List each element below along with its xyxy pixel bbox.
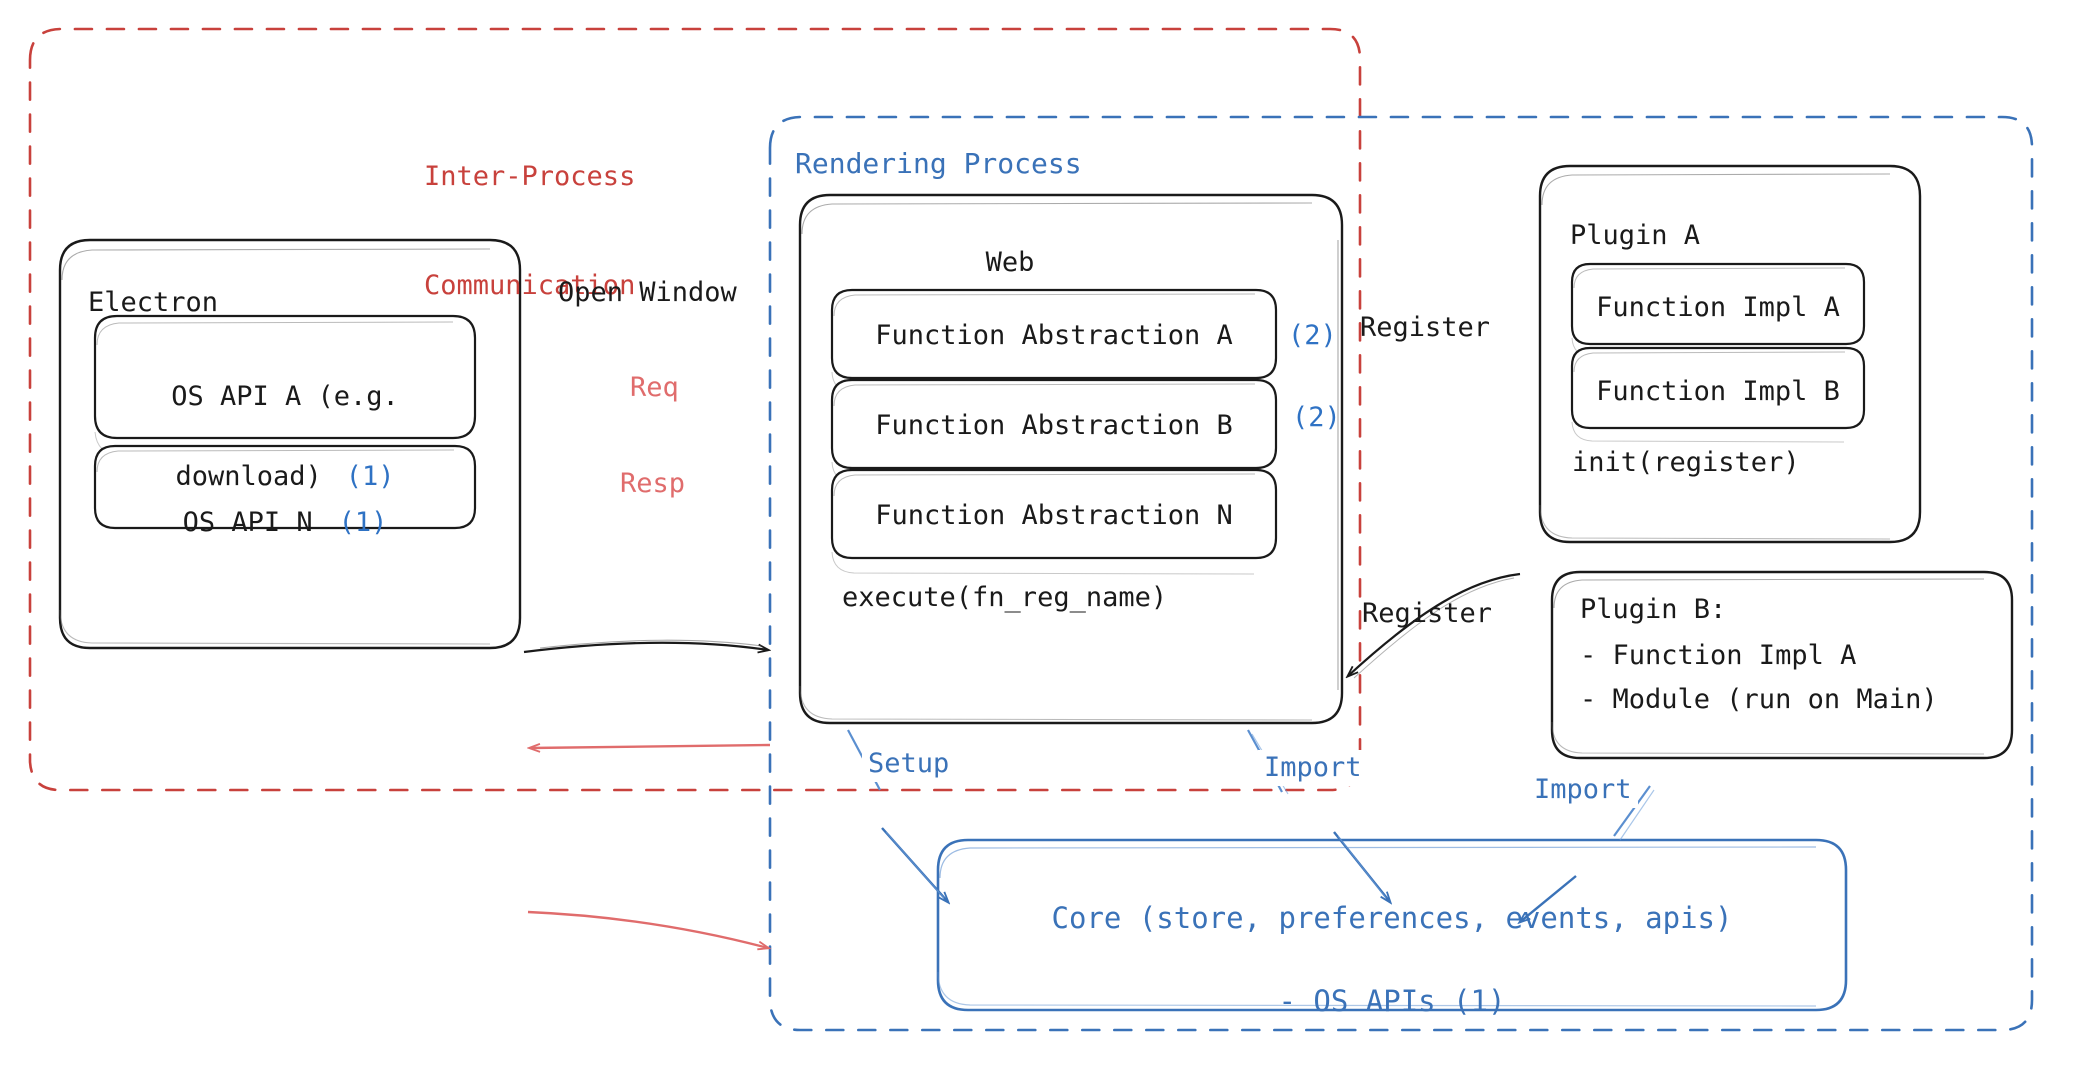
fn-abstraction-b-marker: (2)	[1292, 402, 1341, 433]
os-api-n-label: OS API N	[182, 507, 313, 539]
os-api-a-item[interactable]: OS API A (e.g. download) (1)	[95, 336, 475, 538]
fn-abstraction-a-marker: (2)	[1288, 320, 1337, 351]
ipc-region-label-line2: Communication	[424, 270, 636, 302]
ipc-region-label: Inter-Process Communication	[424, 86, 635, 378]
plugin-a-fn-impl-a-label[interactable]: Function Impl A	[1596, 292, 1840, 323]
os-api-n-marker: (1)	[338, 507, 388, 539]
edge-open-window-arrow	[523, 639, 768, 652]
core-line-2: - OS APIs (1)	[1278, 983, 1506, 1018]
fn-abstraction-n-label[interactable]: Function Abstraction N	[875, 500, 1233, 531]
os-api-n-item[interactable]: OS API N (1)	[95, 462, 475, 585]
fn-abstraction-a-label[interactable]: Function Abstraction A	[875, 320, 1233, 351]
core-box-content[interactable]: Core (store, preferences, events, apis) …	[938, 856, 1846, 1066]
electron-title: Electron	[88, 287, 219, 318]
plugin-a-title: Plugin A	[1570, 220, 1701, 251]
edge-label-open-window: Open Window	[558, 277, 737, 308]
os-api-a-marker: (1)	[345, 460, 395, 492]
edge-req-arrow	[530, 745, 771, 748]
edge-label-req: Req	[622, 370, 687, 407]
edge-label-resp: Resp	[612, 466, 694, 503]
os-api-a-line2: download)	[175, 460, 322, 492]
plugin-a-init-footer: init(register)	[1572, 447, 1800, 478]
edge-label-register-a: Register	[1360, 312, 1491, 343]
web-title: Web	[985, 247, 1035, 278]
ipc-region-label-line1: Inter-Process	[424, 160, 636, 192]
edge-resp-arrow	[527, 910, 768, 948]
rendering-process-label: Rendering Process	[795, 147, 1082, 180]
os-api-a-line1: OS API A (e.g.	[171, 381, 399, 413]
edge-label-import-web: Import	[1258, 750, 1368, 787]
core-line-1: Core (store, preferences, events, apis)	[1051, 901, 1733, 936]
edge-label-setup: Setup	[862, 746, 956, 783]
plugin-b-line-2: - Module (run on Main)	[1580, 684, 1938, 715]
fn-abstraction-b-label[interactable]: Function Abstraction B	[875, 410, 1233, 441]
plugin-b-line-1: - Function Impl A	[1580, 640, 1857, 671]
web-execute-footer: execute(fn_reg_name)	[842, 582, 1168, 613]
plugin-a-fn-impl-b-label[interactable]: Function Impl B	[1596, 376, 1840, 407]
edge-label-register-b: Register	[1362, 598, 1493, 629]
edge-label-import-plugin-b: Import	[1528, 772, 1638, 809]
plugin-b-title: Plugin B:	[1580, 594, 1727, 625]
